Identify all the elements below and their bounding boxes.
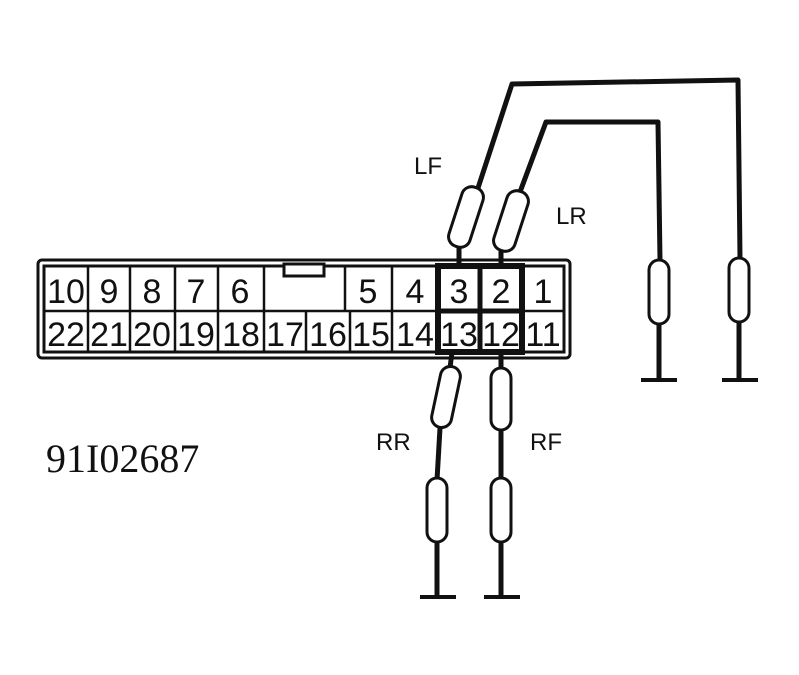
label-lr: LR (556, 203, 587, 230)
rr-connector-plug (430, 364, 462, 430)
pin-5-label: 5 (359, 273, 378, 311)
connector-latch (282, 262, 326, 278)
label-lf: LF (414, 153, 442, 180)
rf-speaker-terminal (489, 476, 513, 544)
figure-id: 91I02687 (46, 436, 199, 481)
pin-19-label: 19 (177, 316, 215, 354)
pin-8-label: 8 (143, 273, 162, 311)
lf-connector-plug (447, 185, 485, 249)
pin-7-label: 7 (187, 273, 206, 311)
pin-9-label: 9 (100, 273, 119, 311)
pin-18-label: 18 (222, 316, 260, 354)
pin-10-label: 10 (47, 273, 85, 311)
wire-lr (492, 119, 677, 382)
pin-2-label: 2 (492, 273, 511, 311)
pin-17-label: 17 (266, 316, 304, 354)
lr-speaker-terminal (647, 258, 671, 326)
label-rf: RF (530, 429, 562, 456)
pin-1-label: 1 (534, 273, 553, 311)
top-row-pin-numbers: 10 9 8 7 6 5 4 3 2 1 (47, 273, 552, 311)
pin-22-label: 22 (47, 316, 85, 354)
rr-speaker-terminal (425, 476, 449, 544)
pin-6-label: 6 (231, 273, 250, 311)
pin-14-label: 14 (396, 316, 434, 354)
pin-20-label: 20 (133, 316, 171, 354)
label-rr: RR (376, 429, 411, 456)
pin-3-label: 3 (450, 273, 469, 311)
pin-4-label: 4 (406, 273, 425, 311)
connector (36, 258, 572, 360)
pin-11-label: 11 (525, 316, 560, 354)
pin-16-label: 16 (309, 316, 347, 354)
wire-lf (447, 77, 758, 382)
connector-outer-frame (36, 258, 572, 360)
rf-connector-plug (489, 366, 513, 432)
pin-21-label: 21 (90, 316, 128, 354)
pin-12-label: 12 (482, 316, 520, 354)
lr-connector-plug (492, 189, 530, 253)
wire-rf (484, 352, 520, 599)
pin-15-label: 15 (352, 316, 390, 354)
pin-13-label: 13 (440, 316, 478, 354)
wire-rr (420, 351, 462, 599)
bottom-row-pin-numbers: 22 21 20 19 18 17 16 15 14 13 12 11 (47, 316, 561, 354)
lf-speaker-terminal (727, 256, 751, 324)
